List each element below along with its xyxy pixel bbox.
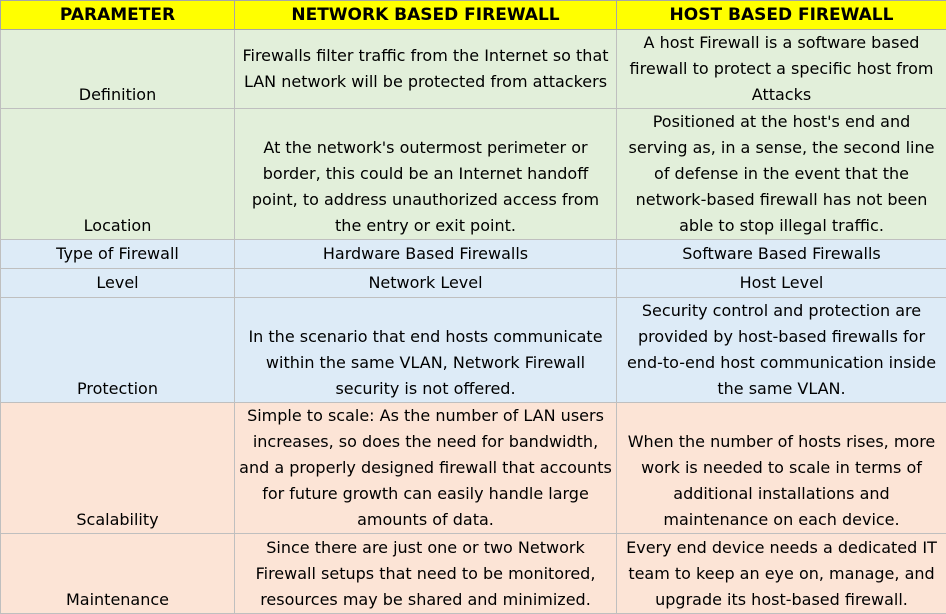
host-cell: Host Level — [617, 269, 946, 298]
network-cell: Firewalls filter traffic from the Intern… — [235, 30, 617, 109]
parameter-cell: Location — [1, 109, 235, 240]
row-location: Location At the network's outermost peri… — [1, 109, 946, 240]
header-parameter: PARAMETER — [1, 1, 235, 30]
row-definition: Definition Firewalls filter traffic from… — [1, 30, 946, 109]
network-cell: Since there are just one or two Network … — [235, 534, 617, 614]
host-cell: A host Firewall is a software based fire… — [617, 30, 946, 109]
row-type-of-firewall: Type of Firewall Hardware Based Firewall… — [1, 240, 946, 269]
host-cell: Software Based Firewalls — [617, 240, 946, 269]
parameter-cell: Scalability — [1, 403, 235, 534]
header-network-based-firewall: NETWORK BASED FIREWALL — [235, 1, 617, 30]
network-cell: At the network's outermost perimeter or … — [235, 109, 617, 240]
parameter-cell: Maintenance — [1, 534, 235, 614]
header-row: PARAMETER NETWORK BASED FIREWALL HOST BA… — [1, 1, 946, 30]
parameter-cell: Protection — [1, 298, 235, 403]
parameter-cell: Definition — [1, 30, 235, 109]
header-host-based-firewall: HOST BASED FIREWALL — [617, 1, 946, 30]
host-cell: When the number of hosts rises, more wor… — [617, 403, 946, 534]
row-maintenance: Maintenance Since there are just one or … — [1, 534, 946, 614]
network-cell: Hardware Based Firewalls — [235, 240, 617, 269]
network-cell: Simple to scale: As the number of LAN us… — [235, 403, 617, 534]
host-cell: Positioned at the host's end and serving… — [617, 109, 946, 240]
row-protection: Protection In the scenario that end host… — [1, 298, 946, 403]
row-scalability: Scalability Simple to scale: As the numb… — [1, 403, 946, 534]
parameter-cell: Type of Firewall — [1, 240, 235, 269]
host-cell: Security control and protection are prov… — [617, 298, 946, 403]
parameter-cell: Level — [1, 269, 235, 298]
network-cell: In the scenario that end hosts communica… — [235, 298, 617, 403]
row-level: Level Network Level Host Level — [1, 269, 946, 298]
host-cell: Every end device needs a dedicated IT te… — [617, 534, 946, 614]
network-cell: Network Level — [235, 269, 617, 298]
